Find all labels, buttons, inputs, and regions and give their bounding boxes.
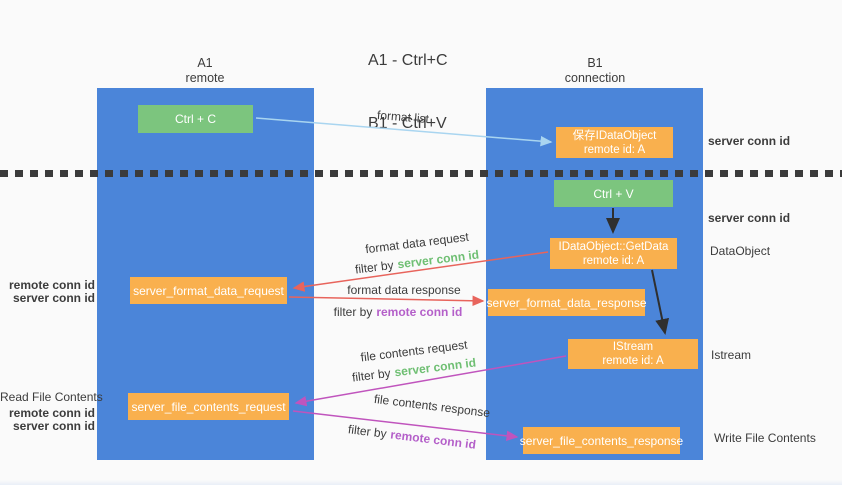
lifeline-header-a1: A1 remote (145, 56, 265, 86)
lifeline-b1-role: connection (564, 71, 626, 85)
label-format-data-response: format data response (347, 283, 461, 297)
right-istream-label: Istream (711, 348, 752, 362)
save-idataobject-remote-id: remote id: A (583, 143, 646, 156)
server-file-contents-response-label: server_file_contents_response (519, 433, 684, 448)
left-server-conn-id-1: server conn id (12, 291, 95, 305)
left-remote-conn-id-1: remote conn id (8, 278, 95, 292)
remote-conn-id-text: remote conn id (389, 427, 477, 452)
right-dataobject-label: DataObject (710, 244, 771, 258)
label-file-contents-response: file contents response (373, 391, 491, 421)
getdata-title: IDataObject::GetData (558, 240, 669, 253)
filter-by-text: filter by (347, 422, 388, 441)
server-file-contents-request-label: server_file_contents_request (131, 399, 286, 414)
lifeline-a1-name: A1 (197, 56, 213, 70)
save-idataobject-title: 保存IDataObject (572, 129, 657, 142)
getdata-remote-id: remote id: A (582, 254, 645, 267)
node-server-file-contents-request: server_file_contents_request (128, 393, 289, 420)
left-remote-conn-id-2: remote conn id (8, 406, 95, 420)
node-ctrl-v: Ctrl + V (554, 180, 673, 207)
diagram-title: A1 - Ctrl+C B1 - Ctrl+V (368, 8, 448, 176)
lifeline-a1-role: remote (185, 71, 225, 85)
filter-by-text: filter by (351, 365, 392, 385)
node-idataobject-getdata: IDataObject::GetData remote id: A (550, 238, 677, 269)
node-server-file-contents-response: server_file_contents_response (519, 427, 684, 454)
istream-title: IStream (612, 341, 654, 353)
ctrl-c-label: Ctrl + C (174, 112, 216, 126)
right-write-file-contents: Write File Contents (714, 431, 816, 445)
node-server-format-data-response: server_format_data_response (486, 289, 647, 316)
server-format-data-response-label: server_format_data_response (486, 295, 647, 310)
arrow-format-data-response (288, 295, 485, 307)
filter-by-text: filter by (333, 305, 373, 319)
node-istream: IStream remote id: A (568, 339, 698, 369)
lifeline-b1-name: B1 (587, 56, 603, 70)
server-conn-id-text: server conn id (396, 247, 480, 272)
node-ctrl-c: Ctrl + C (138, 105, 253, 133)
title-line-a1: A1 - Ctrl+C (368, 52, 448, 69)
left-read-file-contents: Read File Contents (0, 390, 103, 404)
left-server-conn-id-2: server conn id (12, 419, 95, 433)
right-server-conn-id-mid: server conn id (708, 211, 791, 225)
lifeline-header-b1: B1 connection (535, 56, 655, 86)
right-server-conn-id-top: server conn id (708, 134, 791, 148)
node-save-idataobject: 保存IDataObject remote id: A (556, 127, 673, 158)
server-format-data-request-label: server_format_data_request (133, 283, 284, 298)
istream-remote-id: remote id: A (602, 355, 664, 367)
server-conn-id-text: server conn id (393, 355, 477, 380)
remote-conn-id-text: remote conn id (376, 305, 463, 319)
node-server-format-data-request: server_format_data_request (130, 277, 287, 304)
phase-divider-dotted-line (0, 170, 842, 177)
bottom-edge-strip (0, 480, 842, 485)
ctrl-v-label: Ctrl + V (593, 186, 634, 201)
filter-by-text: filter by (354, 257, 395, 277)
